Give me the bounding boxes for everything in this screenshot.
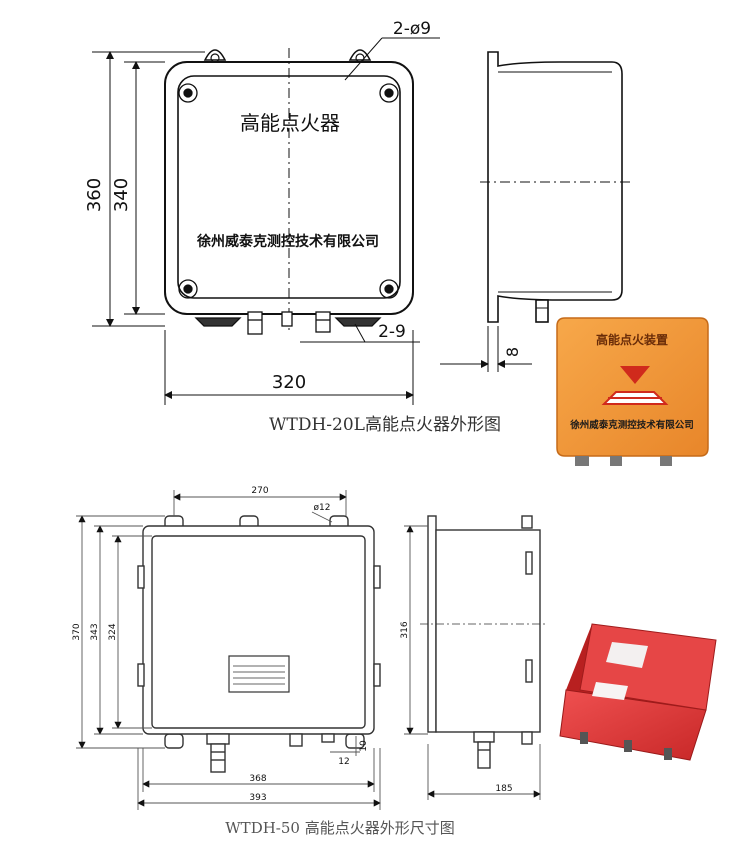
dim-holes-bottom: 2-9 — [378, 322, 406, 342]
orange-box-label: 高能点火装置 — [596, 332, 668, 347]
company-logo-icon — [601, 366, 669, 405]
bottom-glands — [194, 311, 382, 335]
company-name-label: 徐州威泰克测控技术有限公司 — [196, 233, 379, 250]
caption-wtdh50: WTDH-50 高能点火器外形尺寸图 — [225, 819, 454, 837]
dim-holes-top: 2-ø9 — [393, 19, 431, 39]
top-dimension-lines — [92, 37, 440, 405]
dim-bottom-10: 10 — [359, 740, 369, 752]
dim-width-393: 393 — [249, 793, 266, 803]
dim-depth-185: 185 — [495, 784, 512, 794]
top-side-view — [480, 51, 630, 323]
dim-height-324: 324 — [108, 623, 118, 640]
top-front-view — [164, 48, 414, 335]
red-product-photo — [559, 623, 717, 761]
dim-width: 320 — [272, 372, 306, 393]
bottom-front-view — [137, 515, 381, 773]
orange-box-body — [556, 317, 709, 457]
dim-hole: ø12 — [314, 503, 331, 513]
orange-box-company: 徐州威泰克测控技术有限公司 — [569, 419, 694, 431]
box-title: 高能点火器 — [240, 111, 340, 135]
dim-top-width: 270 — [251, 486, 268, 496]
dim-height-outer: 360 — [84, 178, 105, 212]
dim-height-343: 343 — [90, 623, 100, 640]
bottom-side-dims — [404, 525, 541, 800]
dim-bottom-12: 12 — [338, 757, 349, 767]
orange-product-photo — [556, 317, 709, 466]
dim-height-370: 370 — [72, 623, 82, 640]
dim-side-thickness: 8 — [503, 347, 522, 357]
dim-height-inner: 340 — [111, 178, 132, 212]
nameplate-icon — [606, 642, 648, 668]
corner-screws — [178, 83, 399, 299]
side-thickness-dim — [440, 326, 532, 372]
caption-wtdh20l: WTDH-20L高能点火器外形图 — [269, 415, 501, 435]
dim-side-height-316: 316 — [400, 621, 410, 638]
bottom-dimension-lines — [76, 490, 381, 810]
dim-width-368: 368 — [249, 774, 266, 784]
bottom-side-view — [420, 515, 548, 769]
